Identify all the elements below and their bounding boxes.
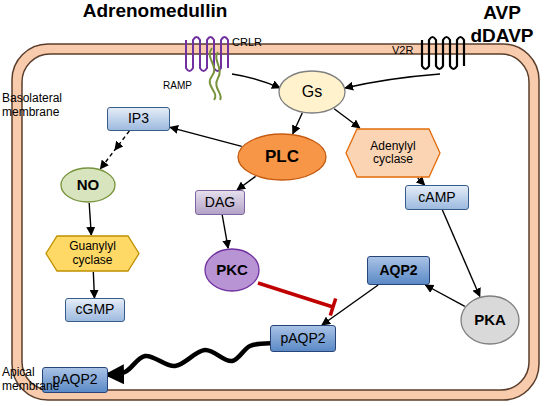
v2r-receptor-symbol [422, 37, 464, 69]
crlr-receptor-symbol [186, 37, 228, 71]
node-ellipse [279, 71, 345, 113]
node-ellipse [461, 296, 519, 344]
signal-arrow [425, 285, 465, 306]
signal-arrow [334, 109, 360, 128]
messenger-box: DAG [195, 190, 245, 215]
signal-arrow [322, 285, 378, 325]
signal-arrow [237, 176, 256, 190]
node-text: Gs [302, 83, 322, 101]
membrane-label: Basolateral membrane [2, 92, 78, 120]
node-text: pAQP2 [280, 331, 325, 346]
node-ellipse [205, 249, 259, 291]
messenger-box: IP3 [107, 107, 170, 131]
node-text: PKA [474, 312, 506, 329]
g-protein-oval: Gs [278, 70, 346, 114]
ligand-label: AVP [462, 2, 542, 24]
node-text: PKC [216, 262, 248, 279]
cell-membrane [12, 44, 539, 400]
node-text: Guanylyl cyclase [60, 240, 125, 266]
ramp-symbol [216, 52, 221, 100]
node-text: cGMP [76, 302, 115, 317]
enzyme-oval: PLC [237, 133, 327, 181]
signal-arrow [108, 343, 270, 375]
receptor-label: CRLR [232, 36, 272, 49]
signal-arrow [89, 203, 91, 235]
node-text: Adenylyl cyclase [358, 140, 428, 166]
protein-box: pAQP2 [270, 325, 336, 352]
signal-arrow [293, 113, 303, 134]
signal-arrow [442, 210, 479, 296]
signal-arrow [418, 178, 425, 185]
inhibition-bar [330, 298, 335, 315]
receptor-arrow [345, 74, 440, 88]
kinase-oval: PKA [460, 295, 520, 345]
signal-arrow [100, 131, 129, 169]
membrane-label: Apical membrane [2, 366, 66, 394]
node-text: IP3 [128, 111, 149, 126]
cell-interior [22, 54, 529, 390]
node-hexagon [46, 236, 139, 271]
node-text: cAMP [418, 190, 455, 205]
inhibition-line [258, 283, 333, 307]
receptor-arrow [232, 74, 280, 88]
ligand-label: Adrenomedullin [70, 0, 240, 22]
signal-arrow [222, 215, 228, 248]
ligand-label: dDAVP [462, 25, 542, 47]
enzyme-hexagon: Adenylyl cyclase [345, 128, 441, 178]
protein-box: AQP2 [367, 256, 430, 285]
node-text: PLC [265, 148, 299, 167]
enzyme-hexagon: Guanylyl cyclase [45, 235, 140, 272]
kinase-oval: PKC [204, 248, 260, 292]
node-hexagon [346, 129, 440, 177]
node-text: AQP2 [379, 263, 417, 278]
receptor-label: RAMP [163, 80, 203, 92]
messenger-box: cAMP [405, 185, 469, 210]
signal-arrow [170, 127, 242, 146]
node-ellipse [61, 168, 115, 202]
node-text: DAG [205, 195, 235, 210]
ramp-symbol [210, 48, 216, 100]
signal-arrow [93, 272, 94, 298]
receptor-label: V2R [392, 44, 422, 57]
node-ellipse [238, 134, 326, 180]
node-text: NO [77, 177, 100, 194]
messenger-box: cGMP [65, 298, 125, 322]
messenger-oval: NO [60, 167, 116, 203]
